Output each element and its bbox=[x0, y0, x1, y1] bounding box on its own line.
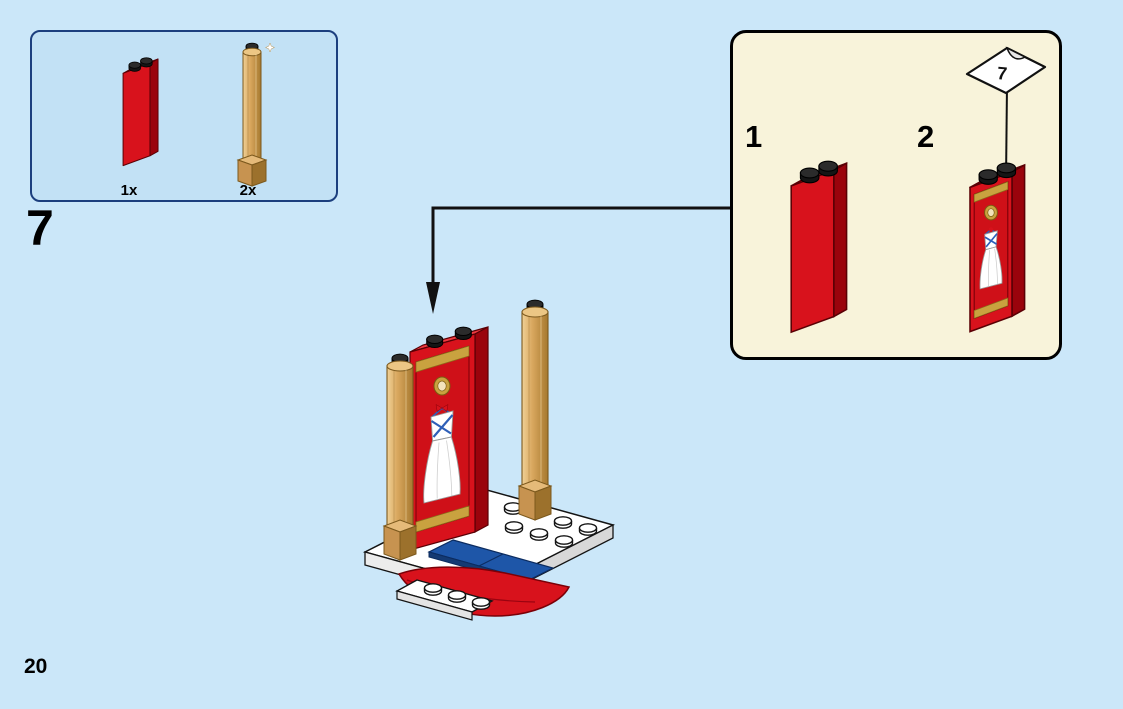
mirror-panel-brick bbox=[409, 325, 489, 551]
sparkle-icon bbox=[264, 42, 276, 53]
callout-arrow bbox=[426, 206, 730, 314]
parts-box: 1x 2x bbox=[30, 30, 338, 202]
part-red-brick-graphic bbox=[122, 57, 159, 167]
sub-assembly-callout: 1 2 7 bbox=[730, 30, 1062, 360]
dress-sticker-large bbox=[415, 345, 470, 533]
dress-sticker bbox=[973, 180, 1009, 320]
brick-studs bbox=[128, 57, 153, 72]
step-number: 7 bbox=[26, 200, 54, 256]
part-count-red-brick: 1x bbox=[120, 182, 138, 199]
page-number: 20 bbox=[24, 655, 48, 678]
part-gold-column-graphic bbox=[236, 42, 276, 187]
callout-brick-2 bbox=[969, 162, 1026, 333]
callout-brick-1 bbox=[790, 160, 848, 333]
callout-graphic: 7 bbox=[790, 46, 1047, 333]
front-white-plate bbox=[395, 579, 494, 621]
arrowhead bbox=[426, 282, 440, 314]
part-count-gold-column: 2x bbox=[239, 182, 257, 199]
main-model bbox=[362, 299, 616, 621]
substep-1-label: 1 bbox=[745, 119, 763, 154]
sticker-sheet-icon: 7 bbox=[965, 46, 1047, 95]
right-gold-column bbox=[517, 299, 553, 521]
substep-2-label: 2 bbox=[917, 119, 935, 154]
sticker-number: 7 bbox=[996, 63, 1008, 84]
left-gold-column bbox=[382, 353, 418, 561]
